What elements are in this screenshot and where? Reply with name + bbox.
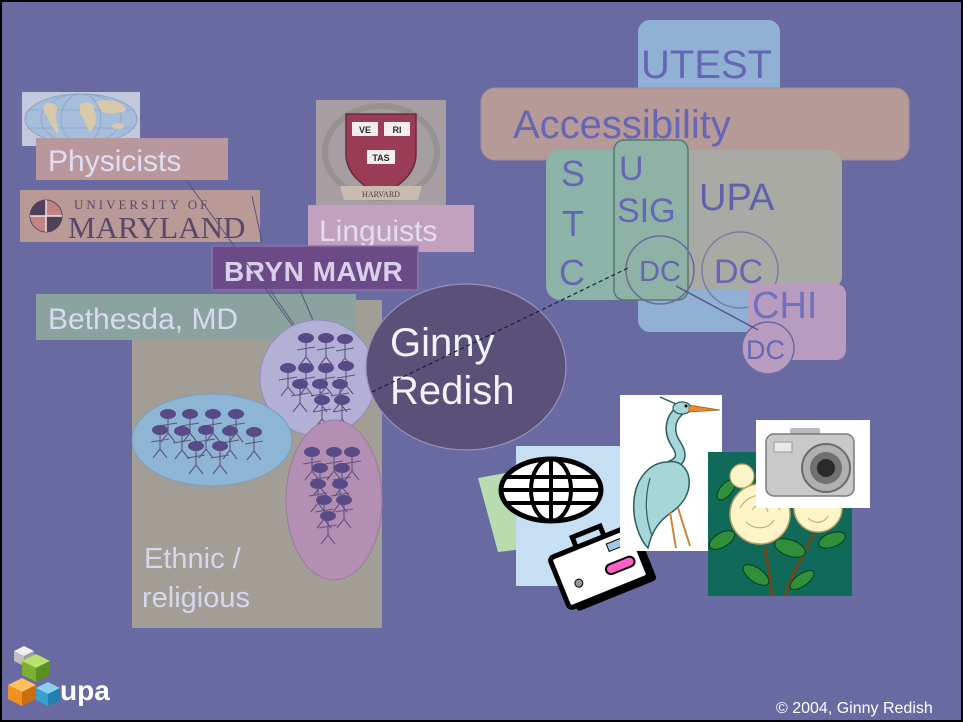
community-cluster-left: Physicists UNIVERSITY OF MARYLAND VE RI <box>20 92 474 628</box>
chi-label: CHI <box>752 285 817 327</box>
stc-letter-s: S <box>561 153 585 194</box>
usig-label-u: U <box>619 150 644 188</box>
heron-image <box>620 395 722 551</box>
maryland-crest-icon <box>29 199 63 233</box>
dc-label-usig: DC <box>639 256 681 288</box>
linguists-label: Linguists <box>319 215 437 248</box>
community-cluster-right: UTEST Accessibility S T C U SIG UPA DC D… <box>480 20 910 375</box>
physicists-label: Physicists <box>48 145 181 178</box>
university-of-maryland-logo: UNIVERSITY OF MARYLAND <box>20 190 260 245</box>
bryn-mawr-box <box>211 245 419 291</box>
religious-label: religious <box>142 582 250 614</box>
upa-label: UPA <box>699 177 775 219</box>
people-group-community <box>131 393 293 487</box>
maryland-logo-top: UNIVERSITY OF <box>74 197 210 212</box>
world-map-image <box>22 92 140 146</box>
harvard-book-ri: RI <box>393 125 402 135</box>
dc-connector-line <box>675 285 759 331</box>
logo-text: upa <box>60 675 110 706</box>
camera-image <box>756 420 870 508</box>
usig-box <box>613 139 689 301</box>
maryland-logo-bottom: MARYLAND <box>68 210 245 245</box>
interests-clip-art <box>478 395 870 611</box>
dc-circle-chi <box>741 321 795 375</box>
globe-icon <box>498 456 604 524</box>
ethnic-label: Ethnic / <box>144 543 242 575</box>
name-last: Redish <box>390 369 515 413</box>
harvard-book-tas: TAS <box>372 153 389 163</box>
bethesda-label: Bethesda, MD <box>48 303 238 336</box>
stc-letter-t: T <box>562 203 584 244</box>
dc-circle-usig <box>625 235 695 305</box>
upa-cubes-logo: upa <box>8 646 110 706</box>
linguists-box <box>308 205 474 252</box>
dc-label-chi: DC <box>746 335 785 365</box>
people-group-religious <box>285 419 383 581</box>
stc-letter-c: C <box>559 252 585 293</box>
harvard-book-ve: VE <box>359 125 371 135</box>
dc-circle-upa <box>701 231 779 309</box>
usig-label-sig: SIG <box>617 192 676 230</box>
copyright-text: © 2004, Ginny Redish <box>776 700 933 717</box>
dashed-link-line <box>371 267 629 393</box>
utest-label: UTEST <box>641 43 772 87</box>
ginny-redish-ellipse <box>365 283 567 451</box>
physicists-box <box>36 138 228 180</box>
bryn-mawr-label: BRYN MAWR <box>224 256 403 287</box>
harvard-banner: HARVARD <box>362 190 400 199</box>
center-person-node: Ginny Redish <box>365 267 629 451</box>
harvard-crest-icon: VE RI TAS HARVARD <box>316 100 446 206</box>
